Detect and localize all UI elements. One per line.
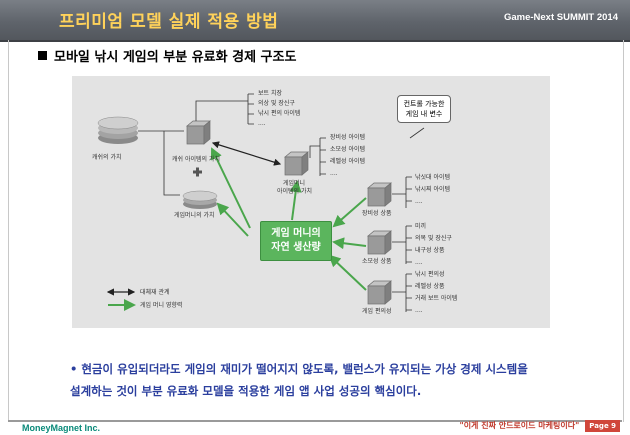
callout-line-0: 컨트롤 가능한 xyxy=(403,100,445,108)
cash-item-list-1: 의상 및 장신구 xyxy=(258,100,295,107)
cons-list-2: 내구성 상품 xyxy=(415,247,445,254)
summary-text: • 현금이 유입되더라도 게임의 재미가 떨어지지 않도록, 밸런스가 유지되는… xyxy=(70,358,590,402)
footer-quote: "이게 진짜 안드로이드 마케팅이다" xyxy=(459,421,580,430)
game-money-value-label: 게임머니의 가치 xyxy=(174,212,215,219)
equip-list-1: 낚시찌 아이템 xyxy=(415,186,451,193)
cash-item-value-label: 캐쉬 아이템의 가치 xyxy=(172,156,220,163)
convenience-product-label: 게임 편의성 xyxy=(362,308,392,315)
plus-icon xyxy=(193,167,202,177)
game-money-item-label-1: 아이템의 가치 xyxy=(277,188,313,195)
gm-item-list-0: 장비성 아이템 xyxy=(330,134,366,141)
footer-right: "이게 진짜 안드로이드 마케팅이다" Page 9 xyxy=(460,420,620,432)
gm-item-list-3: .... xyxy=(330,170,338,177)
controllable-variable-callout: 컨트롤 가능한 게임 내 변수 xyxy=(397,95,451,123)
center-line-1: 자연 생산량 xyxy=(271,242,321,253)
substitute-arrow xyxy=(211,141,282,166)
equip-list-2: .... xyxy=(415,198,423,205)
callout-line-1: 게임 내 변수 xyxy=(405,110,443,118)
center-line-0: 게임 머니의 xyxy=(271,228,321,239)
conv-list-3: .... xyxy=(415,307,423,314)
consumable-product-label: 소모성 상품 xyxy=(362,258,392,265)
gm-item-list-1: 소모성 아이템 xyxy=(330,146,366,153)
game-money-item-label-0: 게임머니 xyxy=(283,180,306,187)
page-title: 프리미엄 모델 실제 적용 방법 xyxy=(59,12,279,32)
cash-item-list-0: 보트 치장 xyxy=(258,90,282,97)
equip-list-0: 낚싯대 아이템 xyxy=(415,174,451,181)
bullet-square-icon xyxy=(38,51,47,60)
conv-list-2: 거래 보트 아이템 xyxy=(415,295,458,302)
game-money-coins-icon xyxy=(182,190,218,209)
cons-list-3: .... xyxy=(415,259,423,266)
summit-label: Game-Next SUMMIT 2014 xyxy=(503,12,618,23)
cash-item-list-3: .... xyxy=(258,120,266,127)
conv-list-0: 낚시 편의성 xyxy=(415,271,445,278)
cash-item-list-2: 낚시 편의 아이템 xyxy=(258,110,301,117)
cons-list-0: 미끼 xyxy=(415,223,427,230)
economy-diagram: 캐쉬의 가치 캐쉬 아이템의 가치 보트 치장 의상 및 장신구 낚시 편의 아… xyxy=(72,76,550,328)
summary-line-0: • 현금이 유입되더라도 게임의 재미가 떨어지지 않도록, 밸런스가 유지되는… xyxy=(70,362,528,376)
cash-value-label: 캐쉬의 가치 xyxy=(92,154,122,161)
legend-influence-label: 게임 머니 영향력 xyxy=(140,302,183,309)
cube-icons xyxy=(186,120,392,305)
gm-item-list-2: 레벨성 아이템 xyxy=(330,158,366,165)
slide-frame xyxy=(8,40,624,422)
page-number: Page 9 xyxy=(585,420,620,432)
cash-coins-icon xyxy=(97,116,139,144)
cons-list-1: 의복 및 장신구 xyxy=(415,235,452,242)
natural-production-box: 게임 머니의 자연 생산량 xyxy=(260,221,332,261)
diagram-graphics xyxy=(97,93,425,312)
conv-list-1: 레벨성 상품 xyxy=(415,283,445,290)
summary-line-1: 설계하는 것이 부분 유료화 모델을 적용한 게임 앱 사업 성공의 핵심이다. xyxy=(70,384,422,398)
section-heading: 모바일 낚시 게임의 부분 유료화 경제 구조도 xyxy=(38,46,296,65)
legend-substitute-label: 대체재 관계 xyxy=(140,289,170,296)
company-name: MoneyMagnet Inc. xyxy=(22,423,101,433)
footer-divider xyxy=(8,420,622,422)
section-title: 모바일 낚시 게임의 부분 유료화 경제 구조도 xyxy=(54,50,297,65)
equipment-product-label: 장비성 상품 xyxy=(362,210,392,217)
header-bar: 프리미엄 모델 실제 적용 방법 Game-Next SUMMIT 2014 xyxy=(0,0,630,42)
